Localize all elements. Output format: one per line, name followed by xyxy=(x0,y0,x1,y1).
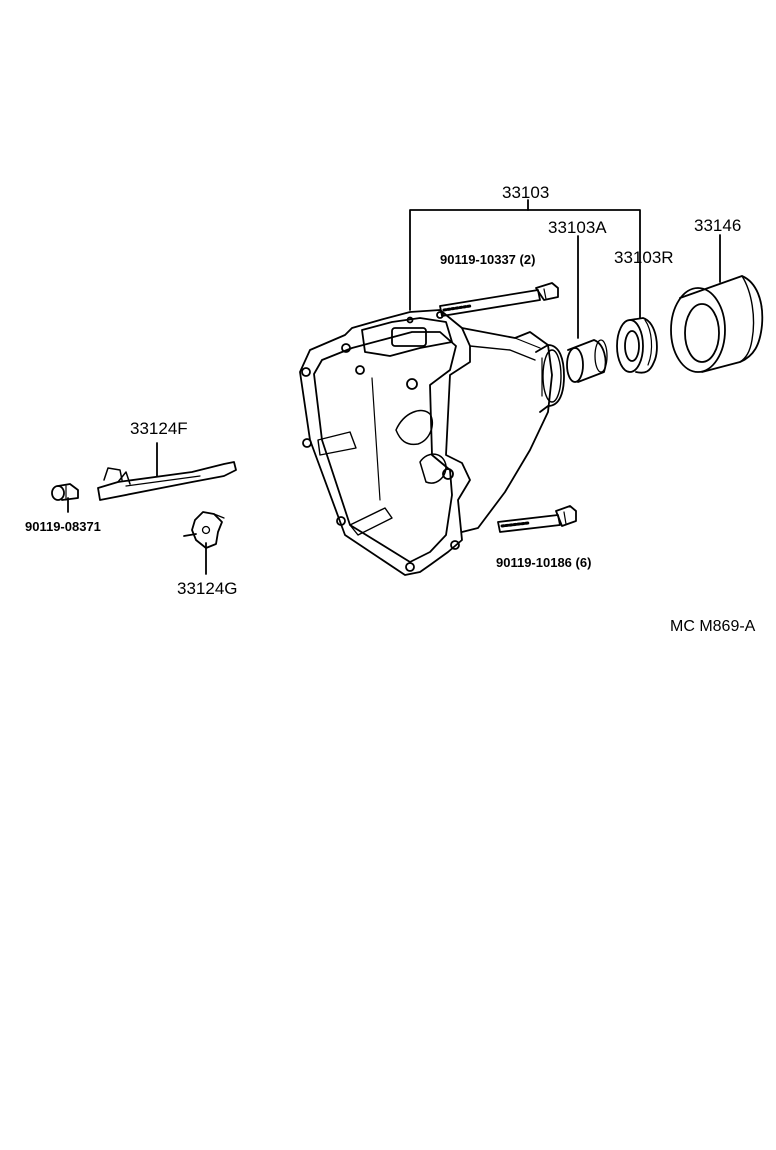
label-lever-bolt: 90119-08371 xyxy=(25,519,101,534)
label-33124f: 33124F xyxy=(130,419,188,438)
label-33103r: 33103R xyxy=(614,248,674,267)
label-33124g: 33124G xyxy=(177,579,238,598)
label-33103: 33103 xyxy=(502,183,550,202)
label-33146: 33146 xyxy=(694,216,742,235)
label-lower-bolt: 90119-10186 (6) xyxy=(496,555,592,570)
bushing xyxy=(566,339,608,383)
lever-bolt xyxy=(51,483,79,501)
upper-bolt xyxy=(439,282,559,317)
label-upper-bolt: 90119-10337 (2) xyxy=(440,252,536,267)
oil-seal xyxy=(616,317,658,374)
transmission-housing xyxy=(299,309,565,576)
release-lever xyxy=(97,461,237,501)
lower-bolt xyxy=(497,505,577,533)
leader-lines xyxy=(67,199,721,575)
label-33103a: 33103A xyxy=(548,218,607,237)
figure-code: MC M869-A xyxy=(670,618,756,635)
lever-support xyxy=(183,511,225,549)
bearing-retainer xyxy=(670,275,764,373)
